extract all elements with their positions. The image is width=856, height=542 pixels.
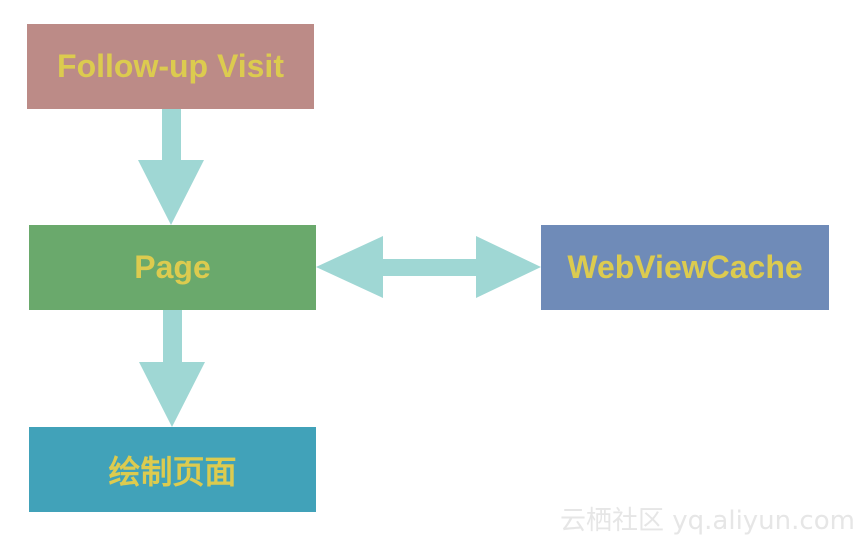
- webviewcache-label: WebViewCache: [567, 249, 803, 285]
- followup-visit-node: Follow-up Visit: [27, 24, 314, 109]
- arrow-page-to-cache-bidirectional: [316, 236, 541, 298]
- draw-page-node: 绘制页面: [29, 427, 316, 512]
- page-label: Page: [134, 249, 211, 285]
- page-node: Page: [29, 225, 316, 310]
- webviewcache-node: WebViewCache: [541, 225, 829, 310]
- arrow-page-to-draw: [139, 310, 205, 427]
- watermark: 云栖社区 yq.aliyun.com: [560, 506, 855, 536]
- arrow-followup-to-page: [138, 109, 204, 225]
- draw-page-label: 绘制页面: [108, 452, 237, 491]
- followup-visit-label: Follow-up Visit: [57, 48, 284, 84]
